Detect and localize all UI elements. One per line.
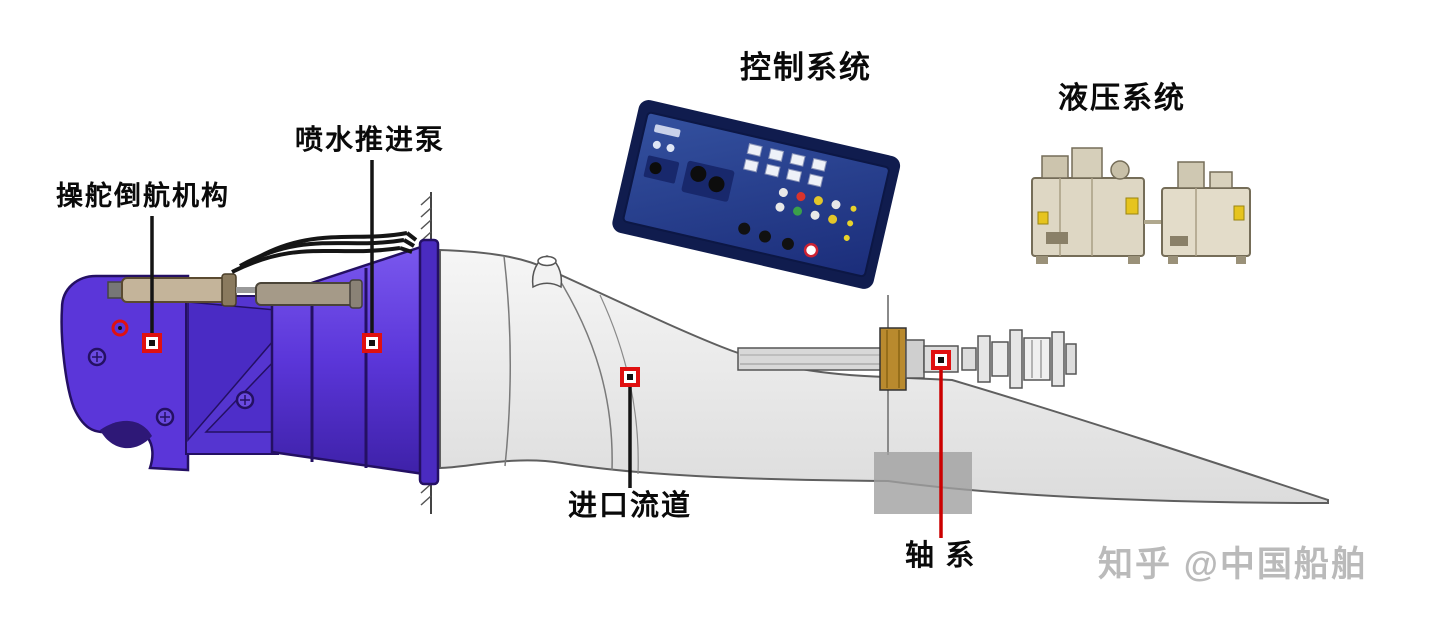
gearbox-block	[874, 452, 972, 514]
pump-cone	[270, 244, 426, 476]
watermark: 知乎 @中国船舶	[1098, 545, 1368, 584]
control-panel-figure	[612, 100, 901, 289]
marker-inlet-duct	[620, 367, 640, 387]
duct-section-line	[503, 255, 511, 467]
pump-flange	[418, 238, 440, 486]
duct-body	[439, 248, 1329, 505]
label-steering-reversing: 操舵倒航机构	[56, 181, 230, 211]
red-ring-detail	[111, 319, 129, 337]
shaft-bearing-brass	[879, 327, 907, 391]
shaft-coupling	[961, 329, 1077, 389]
shaft-figure	[737, 327, 1077, 514]
marker-shafting	[931, 350, 951, 370]
marker-steering-reversing	[142, 333, 162, 353]
label-waterjet-pump: 喷水推进泵	[295, 125, 446, 156]
steering-cylinders	[107, 273, 363, 309]
waterjet-unit-figure	[60, 231, 440, 486]
leader-lines	[150, 160, 943, 538]
marker-waterjet-pump	[362, 333, 382, 353]
label-inlet-duct: 进口流道	[568, 490, 693, 522]
label-shafting: 轴 系	[905, 540, 977, 572]
hydraulic-hoses	[231, 231, 418, 274]
bucket-mouth	[100, 420, 152, 449]
duct-scoop-mouth	[537, 255, 557, 267]
hydraulic-units-figure	[1031, 147, 1251, 264]
label-control-system: 控制系统	[740, 50, 872, 85]
bolt-bosses	[87, 347, 255, 427]
label-hydraulic-system: 液压系统	[1058, 82, 1186, 115]
duct-throat-line	[555, 273, 613, 471]
